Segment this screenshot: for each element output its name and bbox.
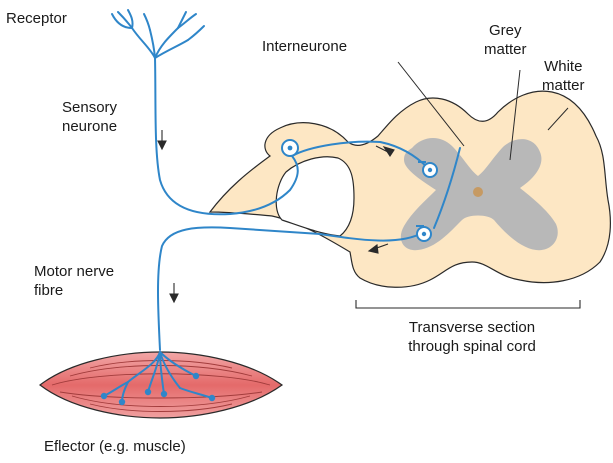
white-matter-label: White matter <box>542 57 585 95</box>
transverse-section-line-2: through spinal cord <box>382 337 562 356</box>
interneurone-text: Interneurone <box>262 37 347 56</box>
white-matter-shape <box>210 91 610 287</box>
sensory-neurone-line-1: Sensory <box>62 98 117 117</box>
grey-matter-line-2: matter <box>484 40 527 59</box>
transverse-section-label: Transverse section through spinal cord <box>382 318 562 356</box>
grey-matter-label: Grey matter <box>484 21 527 59</box>
motor-nerve-fibre-label: Motor nerve fibre <box>34 262 114 300</box>
effector-text: Eflector (e.g. muscle) <box>44 437 186 456</box>
receptor-text: Receptor <box>6 9 67 28</box>
transverse-section-line-1: Transverse section <box>382 318 562 337</box>
interneurone-label: Interneurone <box>262 37 347 56</box>
sensory-neurone-label: Sensory neurone <box>62 98 117 136</box>
receptor-label: Receptor <box>6 9 67 28</box>
section-bracket <box>356 300 580 308</box>
white-matter-line-2: matter <box>542 76 585 95</box>
central-canal <box>473 187 483 197</box>
motor-nerve-fibre-line-1: Motor nerve <box>34 262 114 281</box>
motor-nerve-fibre-line-2: fibre <box>34 281 114 300</box>
white-matter-line-1: White <box>542 57 585 76</box>
sensory-neurone-line-2: neurone <box>62 117 117 136</box>
grey-matter-line-1: Grey <box>484 21 527 40</box>
effector-label: Eflector (e.g. muscle) <box>44 437 186 456</box>
